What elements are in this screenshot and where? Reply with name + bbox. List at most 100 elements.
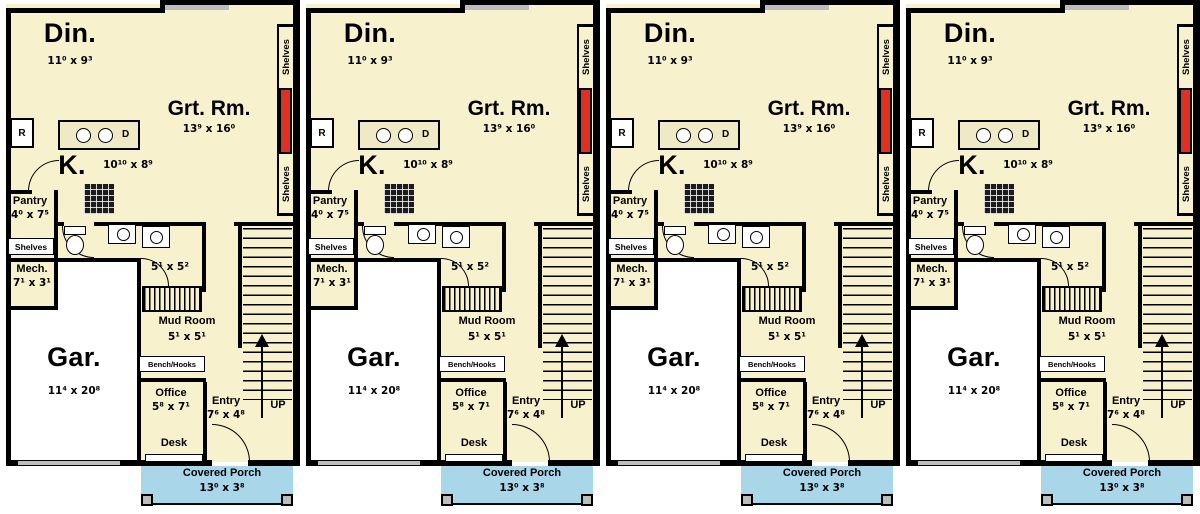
wall	[1103, 382, 1107, 464]
sink-basin	[750, 231, 763, 244]
mud-room-dims: 5¹ x 5¹	[1068, 331, 1106, 343]
entry-label: Entry	[1111, 395, 1141, 407]
desk-label: Desk	[460, 437, 488, 449]
wall	[54, 222, 64, 226]
bench-hooks-box: Bench/Hooks	[139, 356, 205, 372]
stair-arrow-head	[1155, 334, 1169, 347]
pantry-shelves-label: Shelves	[14, 241, 48, 252]
wall	[54, 262, 58, 310]
wall	[538, 226, 542, 348]
wall	[606, 8, 764, 13]
wall	[994, 222, 1106, 226]
great-room-label: Grt. Rm.	[1067, 97, 1151, 120]
desk-label: Desk	[160, 437, 188, 449]
bath-sink	[1008, 224, 1036, 244]
dining-label: Din.	[43, 18, 97, 48]
refrigerator: R	[610, 118, 634, 148]
laundry-sink	[1042, 226, 1070, 248]
wall	[954, 262, 958, 310]
desk-surface	[145, 454, 203, 462]
toilet-bowl	[366, 235, 384, 255]
wall	[760, 0, 893, 5]
bench-hooks-label: Bench/Hooks	[1048, 359, 1096, 369]
fireplace-shelf	[279, 88, 292, 154]
pantry-label: Pantry	[12, 195, 48, 207]
sink-basin	[417, 228, 430, 241]
fireplace-shelf	[1179, 88, 1192, 154]
mud-room-label: Mud Room	[458, 315, 516, 327]
shelf-niche-wall	[877, 213, 893, 216]
wall	[802, 226, 806, 292]
pantry-shelves-box: Shelves	[8, 238, 54, 255]
entry-label: Entry	[511, 395, 541, 407]
wall	[6, 258, 141, 262]
wall	[606, 306, 658, 310]
great-room-dims: 13⁹ x 16⁰	[182, 123, 236, 135]
porch-post	[441, 494, 453, 506]
porch-edge	[141, 503, 293, 505]
laundry-sink	[442, 226, 470, 248]
wall	[1060, 0, 1065, 13]
wall	[803, 382, 807, 464]
toilet-tank	[964, 226, 986, 235]
wall	[502, 226, 506, 292]
shelves-label-bottom: Shelves	[581, 166, 592, 202]
stair-treads	[843, 228, 892, 400]
pantry-shelves-box: Shelves	[608, 238, 654, 255]
entry-dims: 7⁶ x 4⁸	[507, 409, 545, 421]
refrigerator: R	[10, 118, 34, 148]
office-label: Office	[455, 387, 487, 399]
wall	[848, 460, 893, 466]
up-label: UP	[570, 399, 586, 411]
porch-floor	[741, 466, 893, 504]
sink-basin	[98, 128, 113, 143]
kitchen-island: D	[658, 120, 740, 150]
toilet-bowl	[966, 235, 984, 255]
shelf-niche-wall	[577, 213, 593, 216]
kitchen-island: D	[358, 120, 440, 150]
up-label: UP	[270, 399, 286, 411]
range-stove	[684, 184, 714, 214]
office-dims: 5⁸ x 7¹	[1052, 401, 1090, 413]
garage-label: Gar.	[347, 342, 401, 372]
unit: R D Bench/Hooks Shelves D	[600, 0, 900, 514]
porch-post	[141, 494, 153, 506]
wall	[954, 222, 964, 226]
wall	[503, 382, 507, 464]
mech-dims: 7¹ x 3¹	[913, 277, 951, 289]
pantry-shelves-label: Shelves	[614, 241, 648, 252]
sink-basin	[676, 128, 691, 143]
mech-floor	[310, 262, 354, 306]
kitchen-dims: 10¹⁰ x 8⁹	[1003, 159, 1053, 171]
shelves-label-bottom: Shelves	[1181, 166, 1192, 202]
kitchen-label: K.	[358, 150, 386, 180]
garage-door	[318, 461, 420, 465]
bench-hooks-box: Bench/Hooks	[739, 356, 805, 372]
dining-label: Din.	[643, 18, 697, 48]
bath-sink	[708, 224, 736, 244]
wall	[306, 8, 464, 13]
mech-floor	[910, 262, 954, 306]
wall	[738, 460, 812, 466]
mech-dims: 7¹ x 3¹	[13, 277, 51, 289]
wall	[238, 226, 242, 348]
range-stove	[384, 184, 414, 214]
wall	[160, 0, 165, 13]
wall	[1102, 226, 1106, 292]
garage-dims: 11⁴ x 20⁸	[47, 385, 101, 397]
garage-label: Gar.	[647, 342, 701, 372]
mech-floor	[610, 262, 654, 306]
desk-label: Desk	[760, 437, 788, 449]
shelf-niche-wall	[277, 24, 293, 27]
shelf-niche-wall	[577, 24, 593, 27]
pantry-shelves-label: Shelves	[314, 241, 348, 252]
pantry-label: Pantry	[312, 195, 348, 207]
dining-dims: 11⁰ x 9³	[647, 55, 693, 67]
wall	[694, 222, 806, 226]
mech-label: Mech.	[16, 263, 48, 275]
entry-dims: 7⁶ x 4⁸	[207, 409, 245, 421]
porch-post	[1041, 494, 1053, 506]
entry-dims: 7⁶ x 4⁸	[1107, 409, 1145, 421]
sink-basin	[976, 128, 991, 143]
